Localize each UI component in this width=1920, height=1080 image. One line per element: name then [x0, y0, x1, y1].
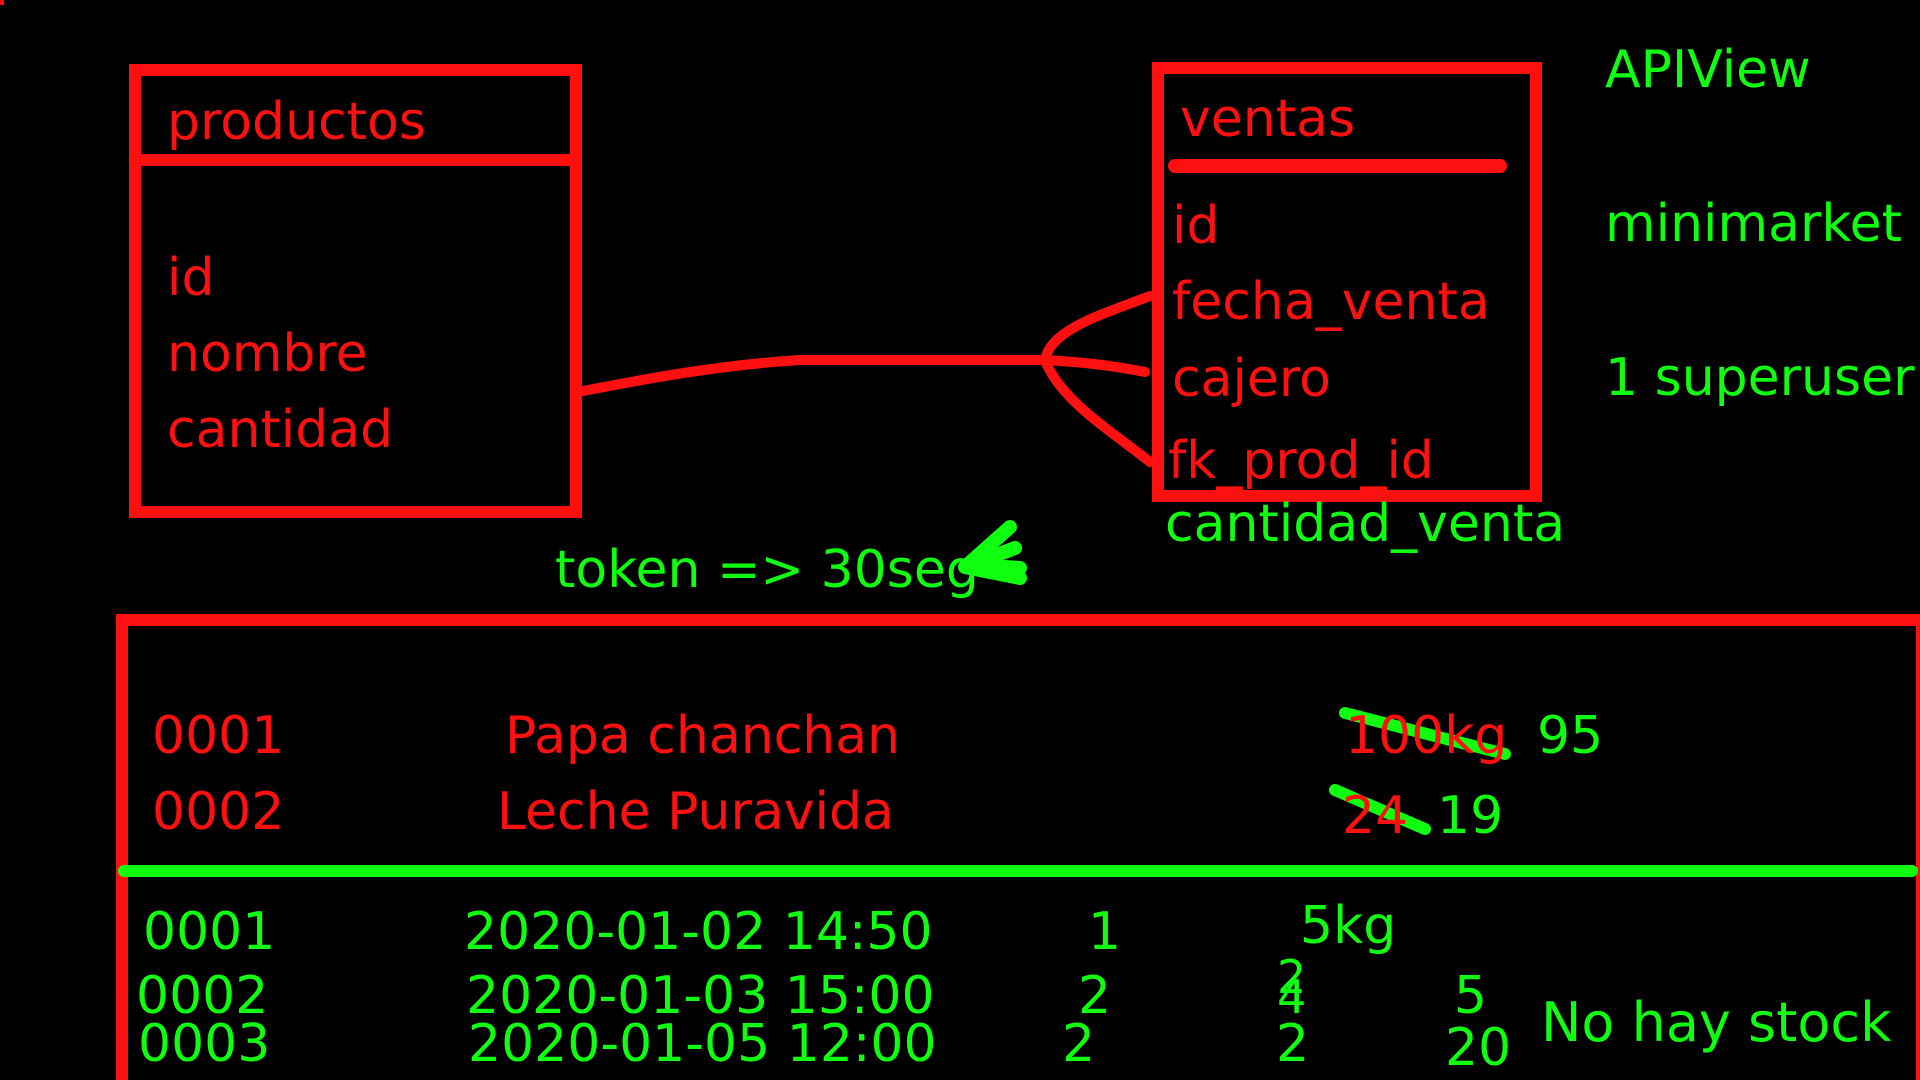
strikethrough-24: [1329, 784, 1431, 835]
ventas-field-cantidad-venta: cantidad_venta: [1165, 494, 1566, 554]
arrow-icon: [958, 520, 1027, 585]
strikethrough-100kg: [1339, 707, 1511, 760]
relationship-line: [573, 355, 1055, 397]
note-apiview: APIView: [1605, 40, 1811, 100]
productos-title: productos: [167, 92, 426, 152]
sale-row-3-cajero: 2: [1062, 1014, 1096, 1074]
crows-foot-middle: [1040, 355, 1150, 377]
sale-row-3-extra: 20: [1445, 1018, 1512, 1078]
sale-row-2-amount-overwrite: 2: [1277, 950, 1307, 1004]
ventas-field-cajero: cajero: [1172, 349, 1331, 409]
sale-row-2-extra: 5: [1454, 966, 1488, 1026]
productos-table-box: [129, 64, 582, 518]
data-box: [116, 614, 1920, 1080]
product-row-2-new-qty: 19: [1437, 786, 1504, 846]
product-row-1-old-qty: 100kg: [1345, 706, 1508, 766]
sale-row-3-amount: 2: [1276, 1014, 1310, 1074]
product-row-1-name: Papa chanchan: [505, 706, 901, 766]
productos-field-id: id: [167, 248, 215, 308]
ventas-field-id: id: [1172, 196, 1220, 256]
sale-row-2-cajero: 2: [1078, 966, 1112, 1026]
sale-row-1-datetime: 2020-01-02 14:50: [464, 902, 933, 962]
product-row-1-new-qty: 95: [1537, 706, 1604, 766]
product-row-2-code: 0002: [152, 782, 285, 842]
no-stock-label: No hay stock: [1541, 991, 1892, 1054]
ventas-field-fecha-venta: fecha_venta: [1172, 272, 1490, 332]
sale-row-2-code: 0002: [136, 966, 269, 1026]
productos-field-cantidad: cantidad: [167, 400, 394, 460]
sale-row-3-code: 0003: [138, 1014, 271, 1074]
product-row-1-code: 0001: [152, 706, 285, 766]
productos-field-nombre: nombre: [167, 324, 368, 384]
sale-row-1-code: 0001: [143, 902, 276, 962]
product-row-2-name: Leche Puravida: [497, 782, 894, 842]
note-superuser: 1 superuser: [1605, 348, 1915, 408]
note-minimarket: minimarket: [1605, 194, 1903, 254]
crows-foot-top: [1040, 291, 1155, 365]
sale-row-2-amount: 4: [1277, 970, 1307, 1024]
ventas-table-box: [1152, 62, 1542, 502]
note-token: token => 30seg: [555, 540, 979, 600]
crows-foot-bottom: [1040, 355, 1155, 467]
sale-row-3-datetime: 2020-01-05 12:00: [468, 1014, 937, 1074]
sale-row-2-datetime: 2020-01-03 15:00: [466, 966, 935, 1026]
product-row-2-old-qty: 24: [1342, 786, 1409, 846]
ventas-title: ventas: [1180, 89, 1356, 149]
sale-row-1-amount: 5kg: [1300, 896, 1397, 956]
sale-row-1-cajero: 1: [1088, 902, 1122, 962]
ventas-field-fk-prod-id: fk_prod_id: [1168, 431, 1434, 491]
